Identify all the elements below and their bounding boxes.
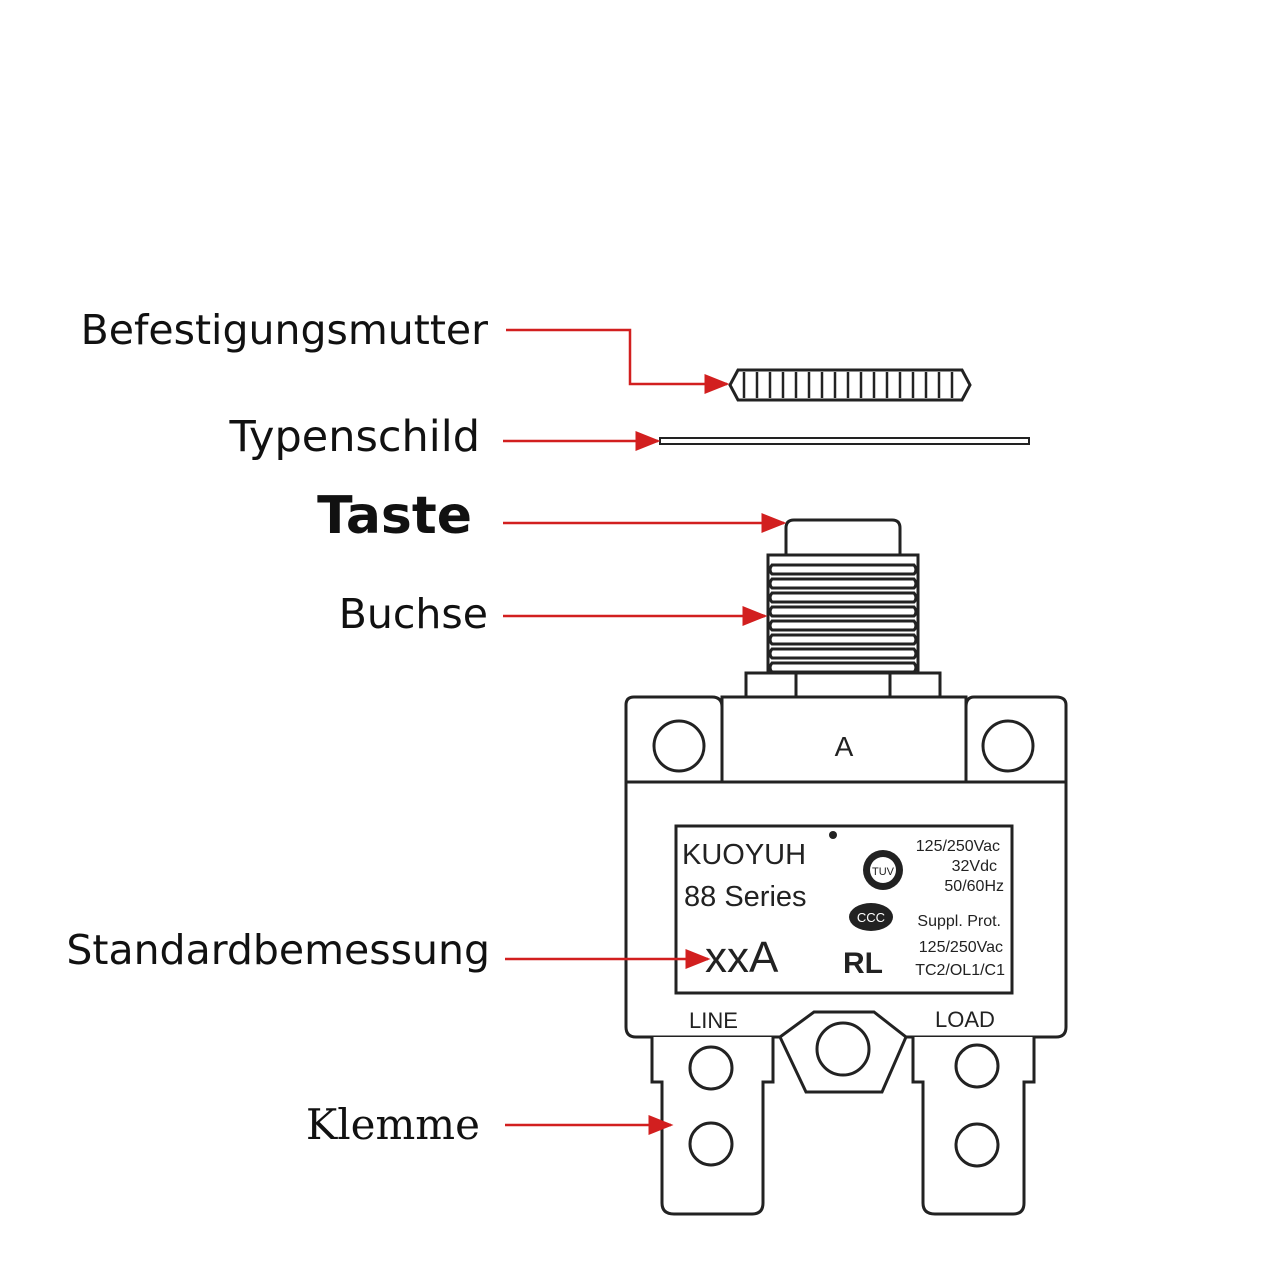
spec-suppl-voltage: 125/250Vac bbox=[919, 939, 1003, 956]
terminal-line bbox=[650, 1037, 775, 1216]
ul-mark-icon: RL bbox=[843, 947, 883, 980]
svg-text:RL: RL bbox=[843, 947, 883, 980]
svg-text:CCC: CCC bbox=[857, 910, 885, 925]
bushing-thread bbox=[768, 619, 918, 632]
center-lug bbox=[778, 1010, 908, 1094]
bushing-thread bbox=[768, 647, 918, 660]
terminal-line-label: LINE bbox=[689, 1008, 738, 1033]
terminal-load-label: LOAD bbox=[935, 1007, 995, 1032]
svg-text:TUV: TUV bbox=[872, 866, 895, 878]
bushing-thread bbox=[768, 563, 918, 576]
rating-value: xxA bbox=[705, 933, 779, 982]
mount-hole-right bbox=[981, 719, 1035, 773]
label-bushing: Buchse bbox=[338, 590, 488, 638]
label-terminal: Klemme bbox=[305, 1100, 480, 1149]
label-nameplate: Typenschild bbox=[229, 412, 480, 462]
label-mounting-nut: Befestigungsmutter bbox=[80, 306, 488, 354]
bushing-thread bbox=[768, 577, 918, 590]
threaded-bushing bbox=[766, 553, 920, 675]
label-standard-rating: Standardbemessung bbox=[66, 926, 490, 974]
tuv-mark-icon: TUV bbox=[863, 850, 903, 890]
bushing-thread bbox=[768, 591, 918, 604]
nameplate-plate bbox=[659, 437, 1030, 445]
hex-collar bbox=[744, 671, 942, 699]
bushing-thread bbox=[768, 633, 918, 646]
push-button bbox=[784, 518, 902, 555]
top-letter: A bbox=[835, 731, 854, 762]
mounting-nut bbox=[728, 368, 972, 402]
spec-codes: TC2/OL1/C1 bbox=[915, 962, 1005, 979]
label-button: Taste bbox=[317, 486, 472, 546]
series-name: 88 Series bbox=[684, 881, 807, 913]
rating-label-panel bbox=[674, 824, 1014, 995]
terminal-load bbox=[911, 1037, 1036, 1216]
bushing-thread bbox=[768, 605, 918, 618]
ccc-mark-icon: CCC bbox=[849, 903, 893, 931]
spec-voltage: 125/250Vac bbox=[916, 838, 1000, 855]
brand-name: KUOYUH bbox=[682, 839, 806, 871]
arrow-mounting-nut bbox=[506, 328, 730, 394]
spec-suppl: Suppl. Prot. bbox=[917, 913, 1001, 930]
spec-dc: 32Vdc bbox=[952, 858, 997, 875]
brand-dot bbox=[829, 831, 837, 839]
spec-frequency: 50/60Hz bbox=[944, 878, 1004, 895]
mount-hole-left bbox=[652, 719, 706, 773]
